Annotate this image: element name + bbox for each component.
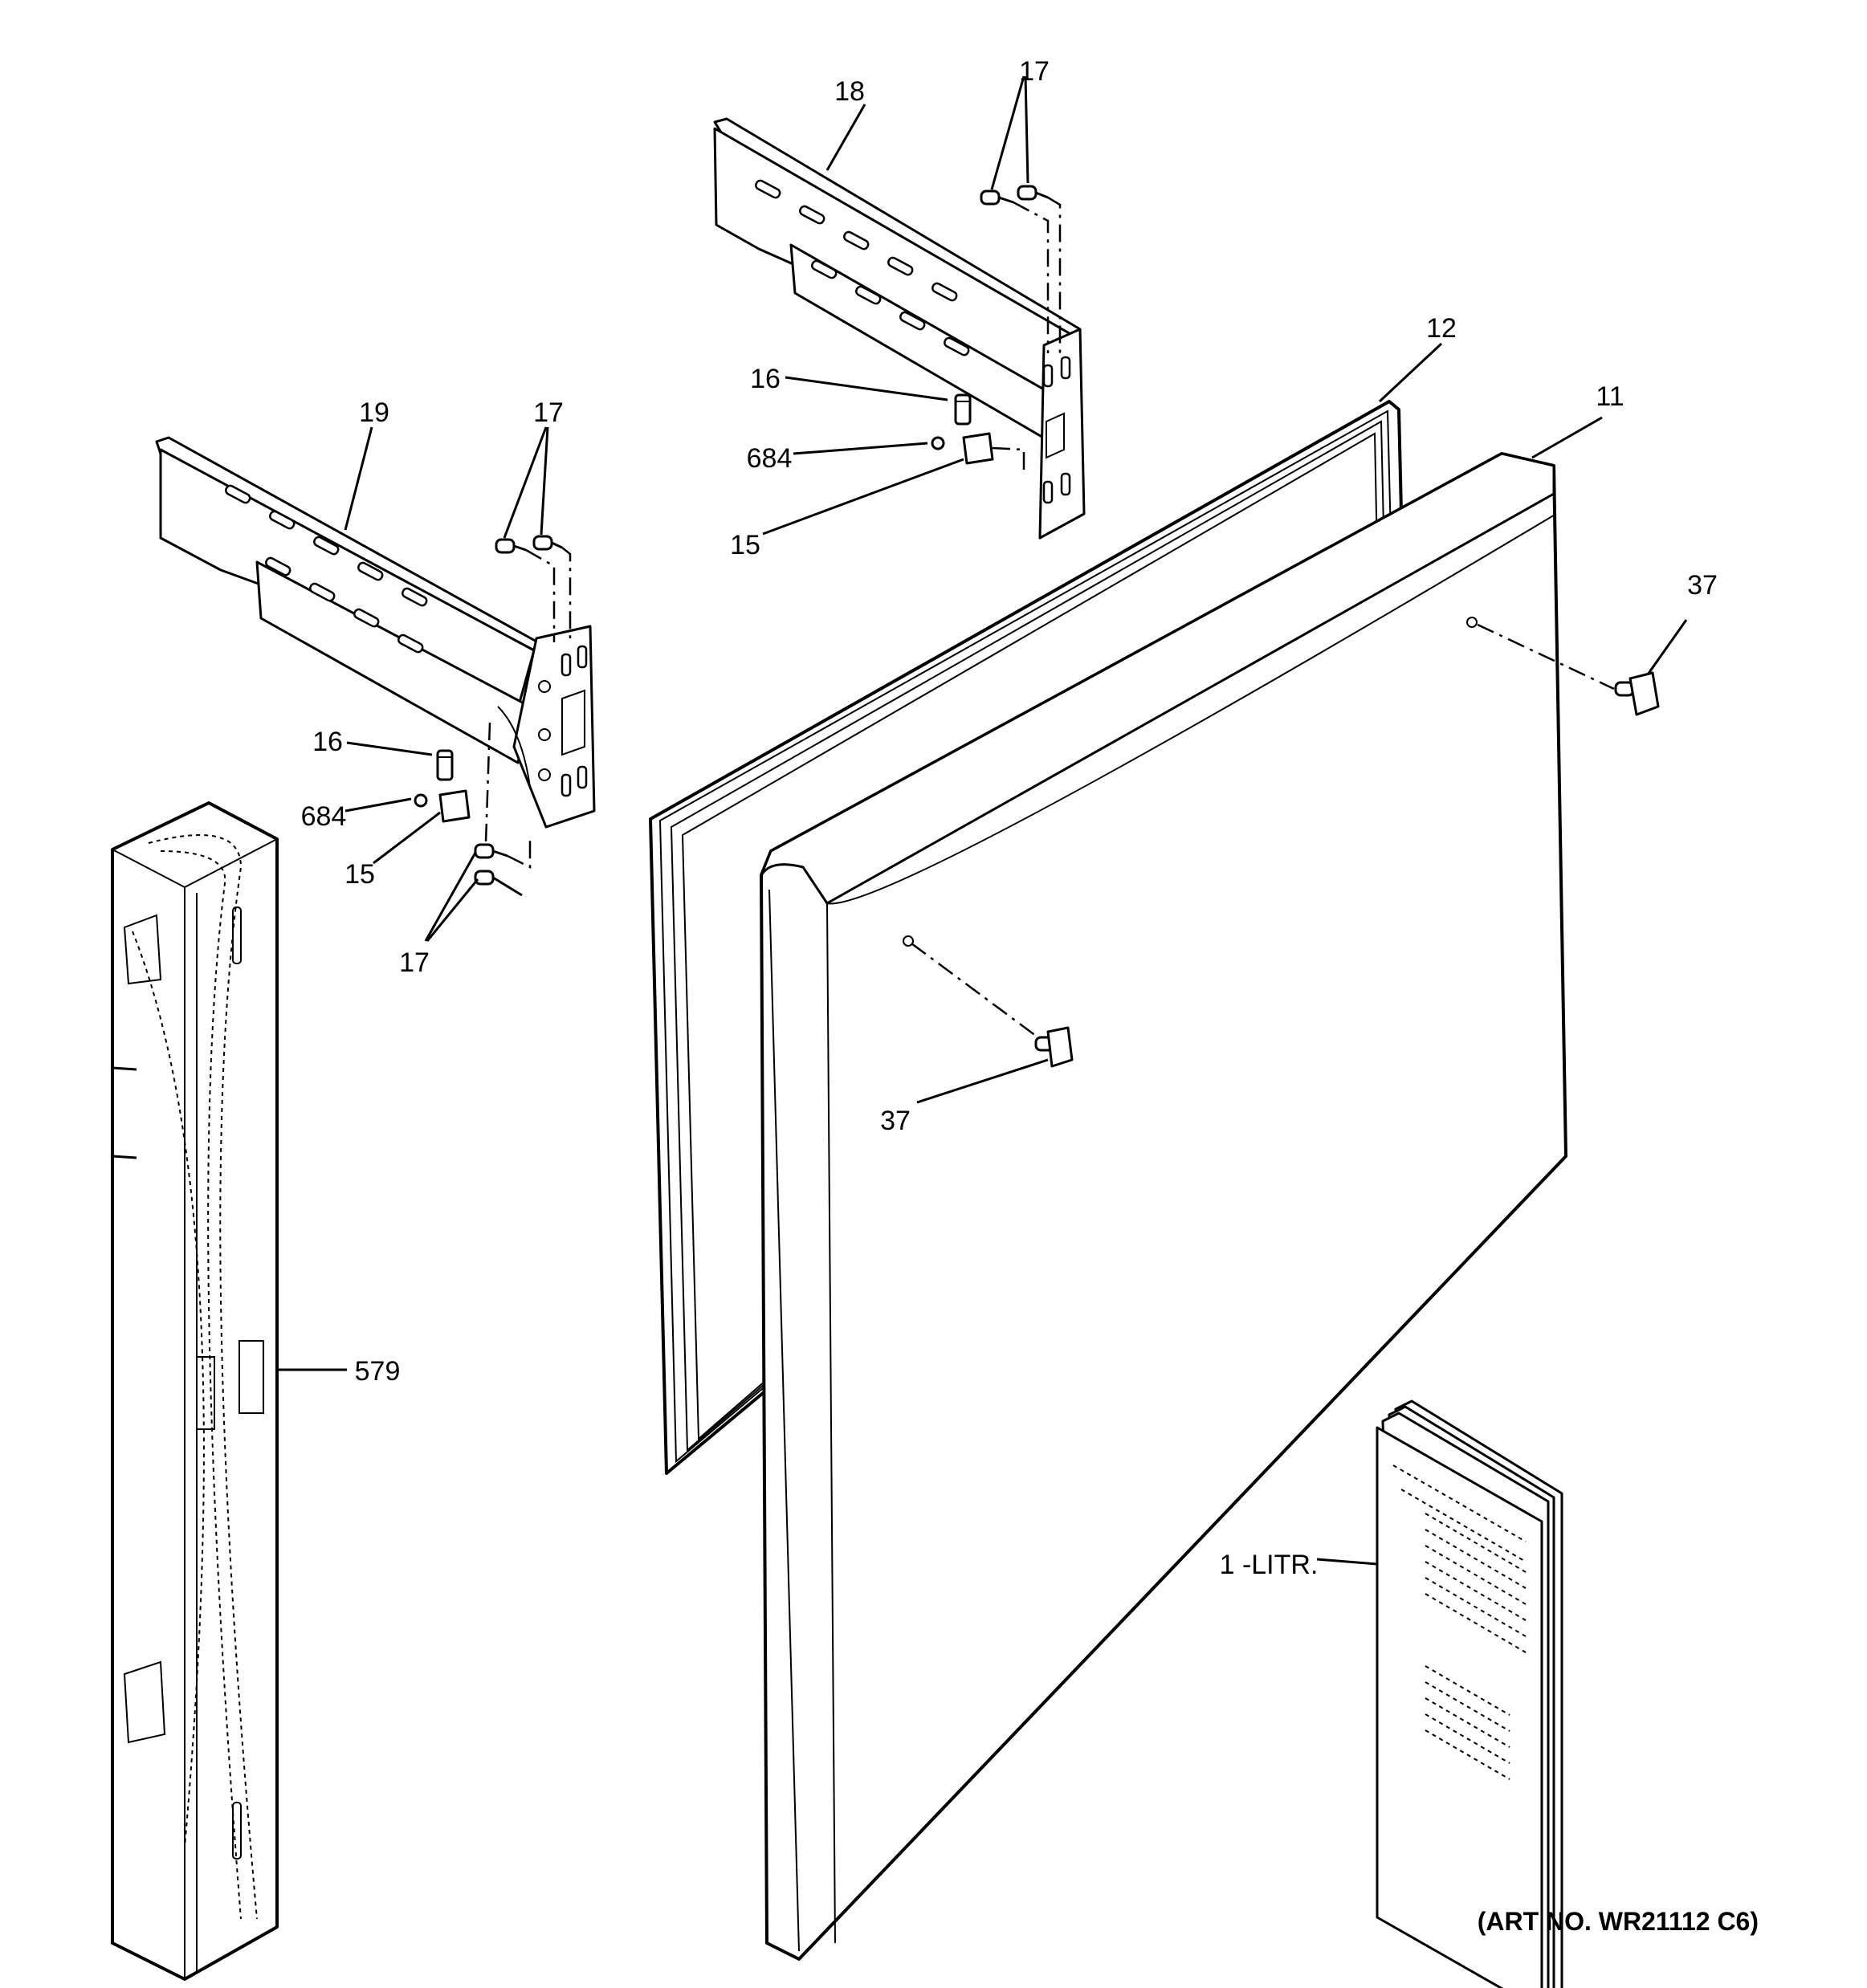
callout-684-top: 684: [747, 443, 793, 474]
art-number: (ART NO. WR21112 C6): [1478, 1907, 1759, 1936]
callout-17-top: 17: [1019, 56, 1050, 87]
callout-11: 11: [1596, 381, 1624, 412]
door-screw-37-center: [911, 942, 1074, 1104]
callout-579: 579: [355, 1356, 401, 1387]
literature-pack-1: [1316, 1399, 1563, 1988]
screw-17-left: [495, 535, 572, 642]
callout-684-left: 684: [301, 801, 347, 832]
freezer-door-11: [760, 452, 1567, 1961]
fasteners-16-684-15-left: [414, 722, 532, 897]
callout-17-bottom: 17: [399, 947, 430, 978]
door-screw-37-right: [1477, 619, 1688, 716]
callout-17-left: 17: [533, 397, 564, 428]
hinge-bracket-18: [713, 117, 1086, 540]
callout-15-top: 15: [730, 530, 760, 560]
hinge-bracket-19: [155, 436, 596, 829]
leader-lines: [344, 75, 1603, 942]
callout-37-center: 37: [880, 1106, 911, 1136]
fasteners-16-684-15-top: [931, 393, 1025, 474]
callout-18: 18: [834, 76, 865, 107]
callout-37-right: 37: [1687, 570, 1718, 601]
callout-1-litr: 1 -LITR.: [1220, 1550, 1319, 1580]
callout-12: 12: [1426, 313, 1457, 344]
callout-16-top: 16: [750, 364, 781, 394]
door-handle-579: [111, 801, 347, 1981]
callout-19: 19: [359, 397, 389, 428]
callout-labels: 18 17 12 11 16 684 15 19 17 37 16 684 15…: [301, 56, 1759, 1936]
screw-17-top: [980, 185, 1062, 353]
callout-16-left: 16: [312, 727, 343, 757]
callout-15-left: 15: [344, 859, 375, 890]
